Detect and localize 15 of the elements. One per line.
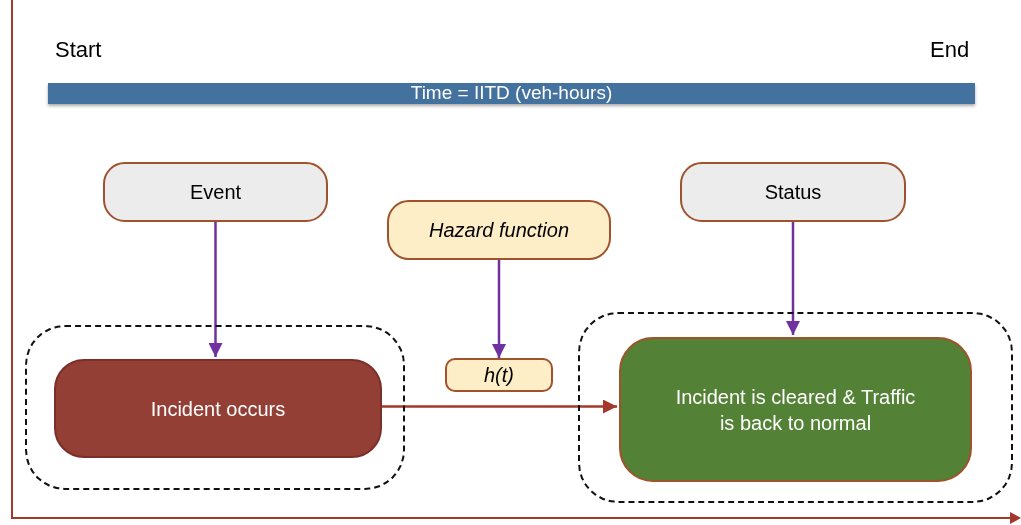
arrow xyxy=(208,222,223,357)
time-bar: Time = IITD (veh-hours) xyxy=(48,83,975,104)
dashed-group xyxy=(578,312,1013,503)
process-box: Incident is cleared & Traffic is back to normal xyxy=(619,337,972,482)
process-box: Hazard function xyxy=(387,200,611,260)
end-label: End xyxy=(930,37,970,63)
arrow xyxy=(380,399,617,414)
process-box: Incident occurs xyxy=(54,359,382,458)
arrow xyxy=(492,260,506,358)
process-box: h(t) xyxy=(445,358,553,392)
event-box: Event xyxy=(103,162,328,222)
start-label: Start xyxy=(55,37,102,63)
status-box: Status xyxy=(680,162,906,222)
arrow xyxy=(786,222,800,335)
dashed-group xyxy=(25,325,405,490)
